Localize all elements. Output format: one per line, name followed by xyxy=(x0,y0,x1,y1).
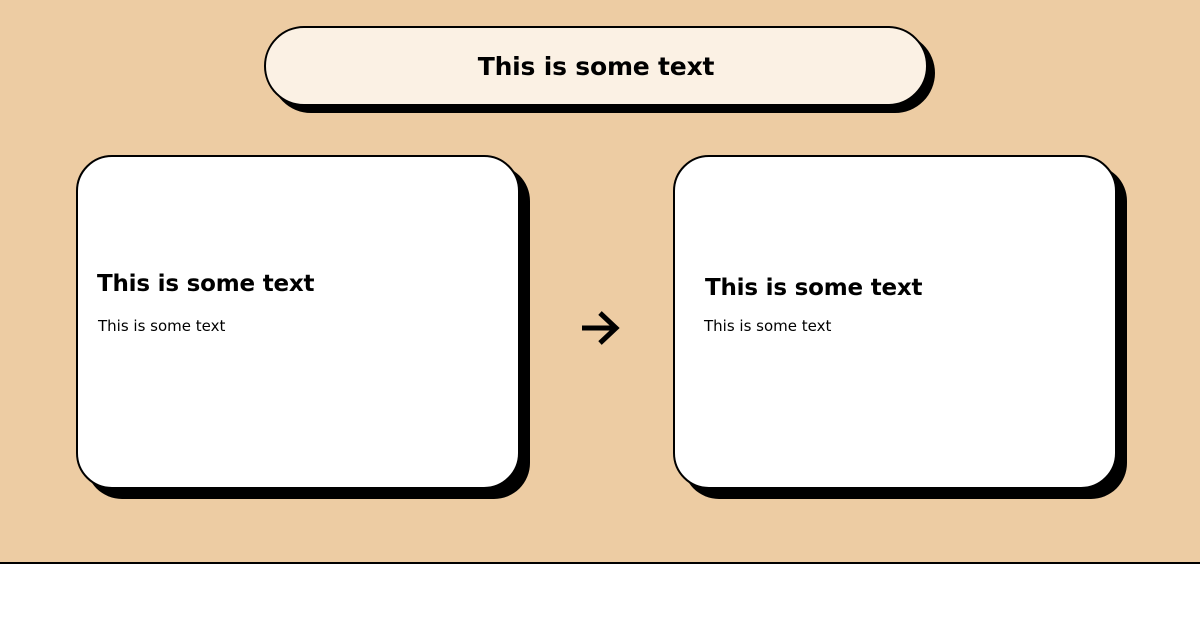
card-right-body: This is some text xyxy=(704,317,832,335)
arrow-right-icon xyxy=(582,311,620,345)
card-left-title: This is some text xyxy=(97,271,315,297)
card-left: This is some text This is some text xyxy=(76,155,520,489)
header-text: This is some text xyxy=(477,51,715,81)
diagram-canvas: This is some text This is some text This… xyxy=(0,0,1200,564)
card-right: This is some text This is some text xyxy=(673,155,1117,489)
header-pill: This is some text xyxy=(264,26,928,106)
card-left-body: This is some text xyxy=(98,317,226,335)
card-right-title: This is some text xyxy=(705,275,923,301)
